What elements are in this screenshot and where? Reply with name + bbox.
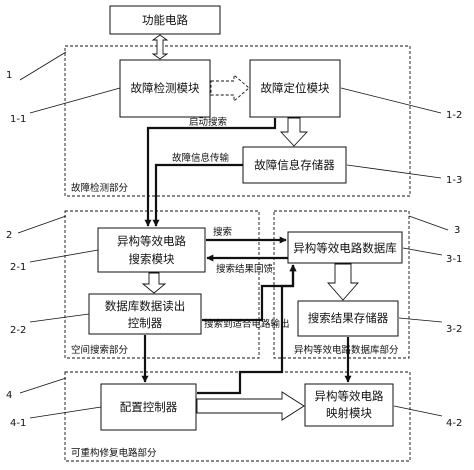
search-result-storage-box xyxy=(297,300,399,337)
ref-2: 2 xyxy=(6,230,12,241)
signal-label-search-result-feedback: 搜索结果回馈 xyxy=(216,263,274,275)
ref-4-2: 4-2 xyxy=(446,418,462,429)
db-reader-controller-label-line2: 控制器 xyxy=(128,316,163,330)
group-title-reconfigurable-repair: 可重构修复电路部分 xyxy=(71,447,157,459)
hollow-arrow-location-to-storage xyxy=(279,117,309,147)
group-frame-reconfigurable-repair xyxy=(64,371,411,462)
signal-label-start-search: 启动搜索 xyxy=(189,116,227,128)
leader-2-2 xyxy=(29,313,90,323)
group-title-circuit-database: 异构等效电路数据库部分 xyxy=(294,344,399,356)
search-module-label-line1: 异构等效电路 xyxy=(117,234,186,248)
db-reader-controller-label-line1: 数据库数据读出 xyxy=(105,299,186,313)
leader-1 xyxy=(19,51,67,81)
arrow-start-search xyxy=(144,118,277,227)
ref-4: 4 xyxy=(6,390,12,401)
config-controller-box xyxy=(100,383,197,431)
functional-circuit-label: 功能电路 xyxy=(142,13,188,27)
mapping-module-label-line1: 异构等效电路 xyxy=(315,389,384,403)
hollow-arrow-database-to-result xyxy=(327,263,359,301)
ref-3-2: 3-2 xyxy=(446,324,462,335)
signal-label-search: 搜索 xyxy=(213,226,232,238)
fault-info-storage-box xyxy=(242,146,347,184)
group-frame-space-search xyxy=(64,210,260,359)
leader-1-3 xyxy=(346,164,442,179)
leader-2-1 xyxy=(29,249,99,263)
hollow-arrow-search-to-reader xyxy=(141,272,167,294)
ref-4-1: 4-1 xyxy=(10,418,26,429)
signal-label-fault-info-transfer: 故障信息传输 xyxy=(172,152,230,164)
leader-3-1 xyxy=(402,247,443,256)
ref-2-1: 2-1 xyxy=(10,262,26,273)
ref-1-1: 1-1 xyxy=(10,114,26,125)
db-reader-controller-box xyxy=(88,293,202,335)
fault-location-module-box xyxy=(249,59,341,118)
leader-1-1 xyxy=(29,87,121,114)
arrow-fault-info-transfer xyxy=(152,163,243,227)
leader-3 xyxy=(408,215,449,231)
leader-4-1 xyxy=(29,406,102,419)
hollow-arrow-detection-to-location xyxy=(210,74,250,102)
ref-1-3: 1-3 xyxy=(446,175,462,186)
mapping-module-label-line2: 映射模块 xyxy=(326,406,372,420)
circuit-database-label: 异构等效电路数据库 xyxy=(293,241,397,255)
group-title-space-search: 空间搜索部分 xyxy=(71,344,129,356)
functional-circuit-box xyxy=(109,5,221,35)
leader-2 xyxy=(17,215,67,234)
signal-label-search-to-suitable-output: 搜索到适合电路输出 xyxy=(204,318,290,330)
leader-3-2 xyxy=(398,317,443,323)
search-result-storage-label: 搜索结果存储器 xyxy=(308,311,389,325)
group-frame-fault-detection xyxy=(64,45,411,197)
hollow-arrow-config-to-mapping xyxy=(196,391,305,421)
ref-1: 1 xyxy=(6,70,12,81)
search-module-label-line2: 搜索模块 xyxy=(129,252,175,266)
fault-detection-module-label: 故障检测模块 xyxy=(131,81,200,95)
fault-location-module-label: 故障定位模块 xyxy=(261,81,330,95)
leader-1-2 xyxy=(340,87,442,114)
mapping-module-box xyxy=(304,383,394,427)
group-title-fault-detection: 故障检测部分 xyxy=(71,182,129,194)
ref-1-2: 1-2 xyxy=(446,110,462,121)
hollow-arrow-functional-to-detection xyxy=(151,34,169,60)
leader-4 xyxy=(19,377,67,394)
ref-3-1: 3-1 xyxy=(446,254,462,265)
fault-detection-module-box xyxy=(119,59,211,118)
circuit-database-box xyxy=(287,231,403,264)
ref-3: 3 xyxy=(454,225,460,236)
config-controller-label: 配置控制器 xyxy=(120,400,178,414)
arrow-config-to-database xyxy=(197,264,297,395)
fault-info-storage-label: 故障信息存储器 xyxy=(254,158,335,172)
ref-2-2: 2-2 xyxy=(10,325,26,336)
leader-4-2 xyxy=(393,405,443,417)
group-frame-circuit-database xyxy=(273,210,410,359)
